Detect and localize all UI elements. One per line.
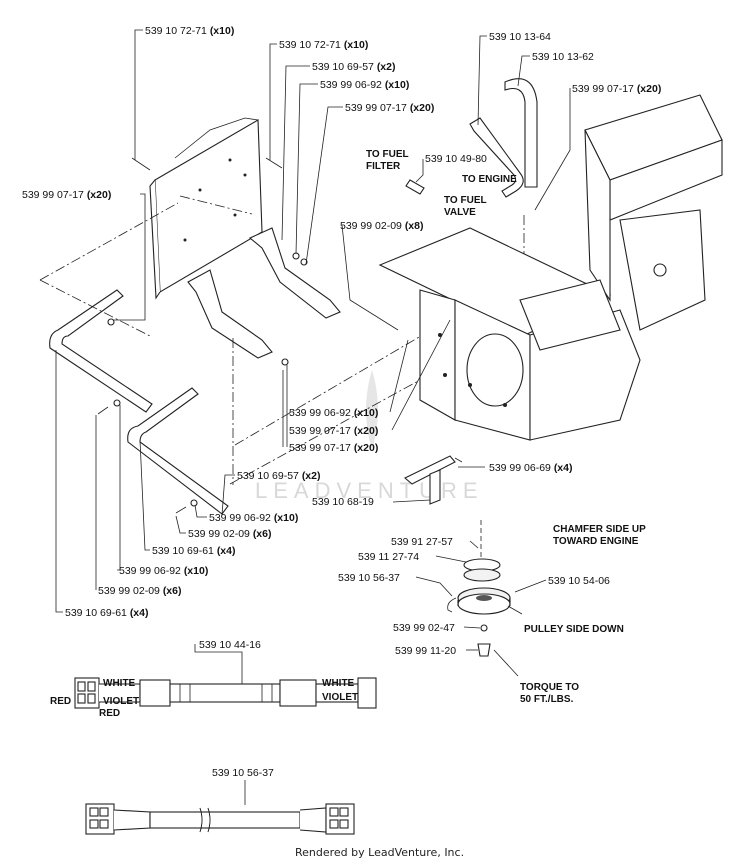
- screw-parts: [97, 157, 308, 514]
- callout-labels: 539 10 72-71 (x10) 539 10 72-71 (x10) 53…: [22, 25, 661, 779]
- fuel-hoses: [405, 78, 538, 198]
- callout-c16: 539 10 69-57 (x2): [237, 470, 321, 482]
- callout-c13: 539 99 07-17 (x20): [289, 425, 378, 437]
- callout-c07: 539 10 13-62: [532, 51, 594, 63]
- wire-color-labels: WHITE VIOLET RED RED WHITE VIOLET: [50, 678, 358, 719]
- callout-c25: 539 11 27-74: [358, 551, 419, 563]
- callout-c10: 539 99 07-17 (x20): [22, 189, 111, 201]
- callout-c20: 539 10 69-61 (x4): [152, 545, 236, 557]
- callout-c22: 539 99 02-09 (x6): [98, 585, 182, 597]
- callout-c14: 539 99 07-17 (x20): [289, 442, 378, 454]
- wire-label-violet-left: VIOLET: [103, 696, 139, 707]
- note-to-engine: TO ENGINE: [462, 174, 517, 185]
- small-bracket: [404, 455, 463, 505]
- callout-c26: 539 10 56-37: [338, 572, 400, 584]
- callout-c11: 539 99 02-09 (x8): [340, 220, 424, 232]
- callout-c06: 539 10 13-64: [489, 31, 551, 43]
- callout-c28: 539 99 02-47: [393, 622, 455, 634]
- callout-c31: 539 10 56-37: [212, 767, 274, 779]
- hanger-brackets: [187, 227, 341, 359]
- callout-c09: 539 10 49-80: [425, 153, 487, 165]
- wire-label-white-right: WHITE: [322, 678, 355, 689]
- callout-c15: 539 99 06-69 (x4): [489, 462, 573, 474]
- wire-label-white-left: WHITE: [103, 678, 136, 689]
- callout-c08: 539 99 07-17 (x20): [572, 83, 661, 95]
- callout-c05: 539 99 07-17 (x20): [345, 102, 434, 114]
- callout-c30: 539 10 44-16: [199, 639, 261, 651]
- callout-c29: 539 99 11-20: [395, 645, 456, 657]
- wire-label-red-left: RED: [50, 696, 71, 707]
- construction-lines: [39, 195, 525, 485]
- leader-lines: [55, 29, 571, 805]
- callout-c24: 539 91 27-57: [391, 536, 453, 548]
- electric-clutch: [447, 520, 511, 657]
- callout-c18: 539 99 06-92 (x10): [209, 512, 298, 524]
- tractor-frame: [378, 94, 723, 441]
- callout-c04: 539 99 06-92 (x10): [320, 79, 409, 91]
- callout-c19: 539 99 02-09 (x6): [188, 528, 272, 540]
- note-pulley-side: PULLEY SIDE DOWN: [524, 624, 624, 635]
- wire-harness-lower: [85, 803, 355, 835]
- wire-label-violet-right: VIOLET: [322, 692, 358, 703]
- side-panel: [149, 117, 263, 300]
- wire-harness-upper: [74, 677, 377, 709]
- wire-label-red-bottom: RED: [99, 708, 120, 719]
- callout-c21: 539 99 06-92 (x10): [119, 565, 208, 577]
- callout-c03: 539 10 69-57 (x2): [312, 61, 396, 73]
- callout-c02: 539 10 72-71 (x10): [279, 39, 368, 51]
- footer-credit: Rendered by LeadVenture, Inc.: [295, 846, 464, 859]
- callout-c23: 539 10 69-61 (x4): [65, 607, 149, 619]
- callout-c27: 539 10 54-06: [548, 575, 610, 587]
- j-bars: [49, 289, 229, 515]
- callout-c12: 539 99 06-92 (x10): [289, 407, 378, 419]
- callout-c01: 539 10 72-71 (x10): [145, 25, 234, 37]
- callout-c17: 539 10 68-19: [312, 496, 374, 508]
